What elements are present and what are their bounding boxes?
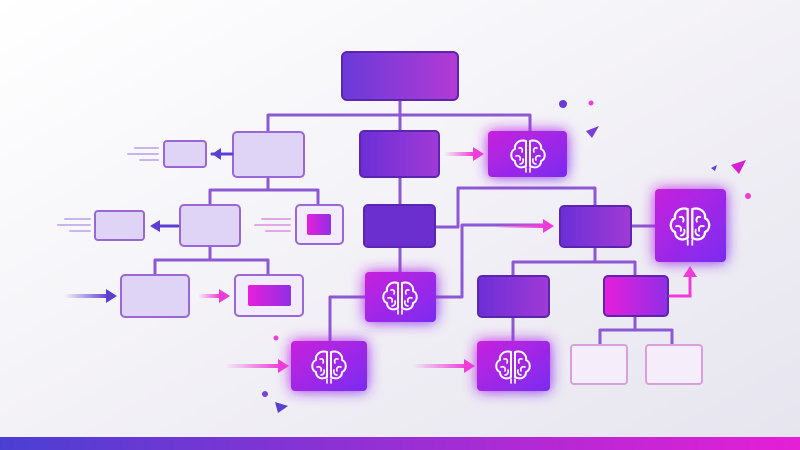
arrow-icon [543,219,554,233]
dot-decoration [559,100,567,108]
speed-line [127,147,159,161]
brain-node-bottom-left [291,341,367,391]
dot-decoration [273,335,279,341]
arrow-icon [683,266,697,277]
arrow-icon [212,148,221,160]
node-mid-right [477,275,550,318]
arrow-tail [494,224,544,228]
arrow-tail [412,364,468,368]
brain-nodes [291,131,726,391]
node-left-mid [179,204,241,247]
node-left-lower [120,274,190,318]
node-bottom-right-1 [570,344,628,385]
arrow-icon [278,359,289,373]
node-far-right [603,275,669,317]
node-center-2 [363,204,436,248]
dot-decoration [262,391,268,397]
brain-node-top [488,131,567,177]
decorations [262,100,751,413]
arrow-icon [464,359,475,373]
speed-line [254,218,291,232]
dot-decoration [745,193,751,199]
brain-node-mid [365,272,436,322]
node-top-root [341,51,459,101]
node-left-small-2 [94,210,145,241]
connector-brain-mid-down [328,295,367,342]
arrow-tail [64,294,109,298]
connector-right-branch [511,244,637,277]
bottom-gradient-bar [0,437,800,450]
node-outline-2-inner [248,285,291,306]
connector-left-branch [208,175,320,207]
brain-node-big [655,189,726,262]
bottom-right-pale [570,344,703,385]
node-bottom-right-2 [645,344,703,385]
arrow-icon [150,220,160,232]
speed-line [57,218,91,232]
triangle-decoration [731,160,746,174]
arrow-icon [106,289,117,303]
arrow-tail [198,294,220,298]
triangle-decoration [711,165,717,171]
arrow-icon [473,147,484,161]
arrows [64,147,697,373]
arrow-tail [225,364,281,368]
node-right-mid [559,205,632,248]
solid-nodes [359,130,669,318]
connector-center-to-right [432,186,597,229]
dot-decoration [588,100,594,106]
triangle-decoration [586,126,599,138]
node-outline-1-inner [307,214,331,235]
arrow-icon [219,289,230,303]
node-center-1 [359,130,440,178]
brain-node-bottom-mid [477,341,550,391]
node-left-small-1 [163,140,207,168]
connector-left-lower [153,244,270,277]
arrow-icon [668,273,692,298]
speed-lines [57,147,291,232]
arrow-tail [444,152,474,156]
pale-node-inner [248,214,331,306]
node-left-upper [232,131,305,178]
connector-far-right-branch [598,314,674,347]
triangle-decoration [275,402,288,413]
